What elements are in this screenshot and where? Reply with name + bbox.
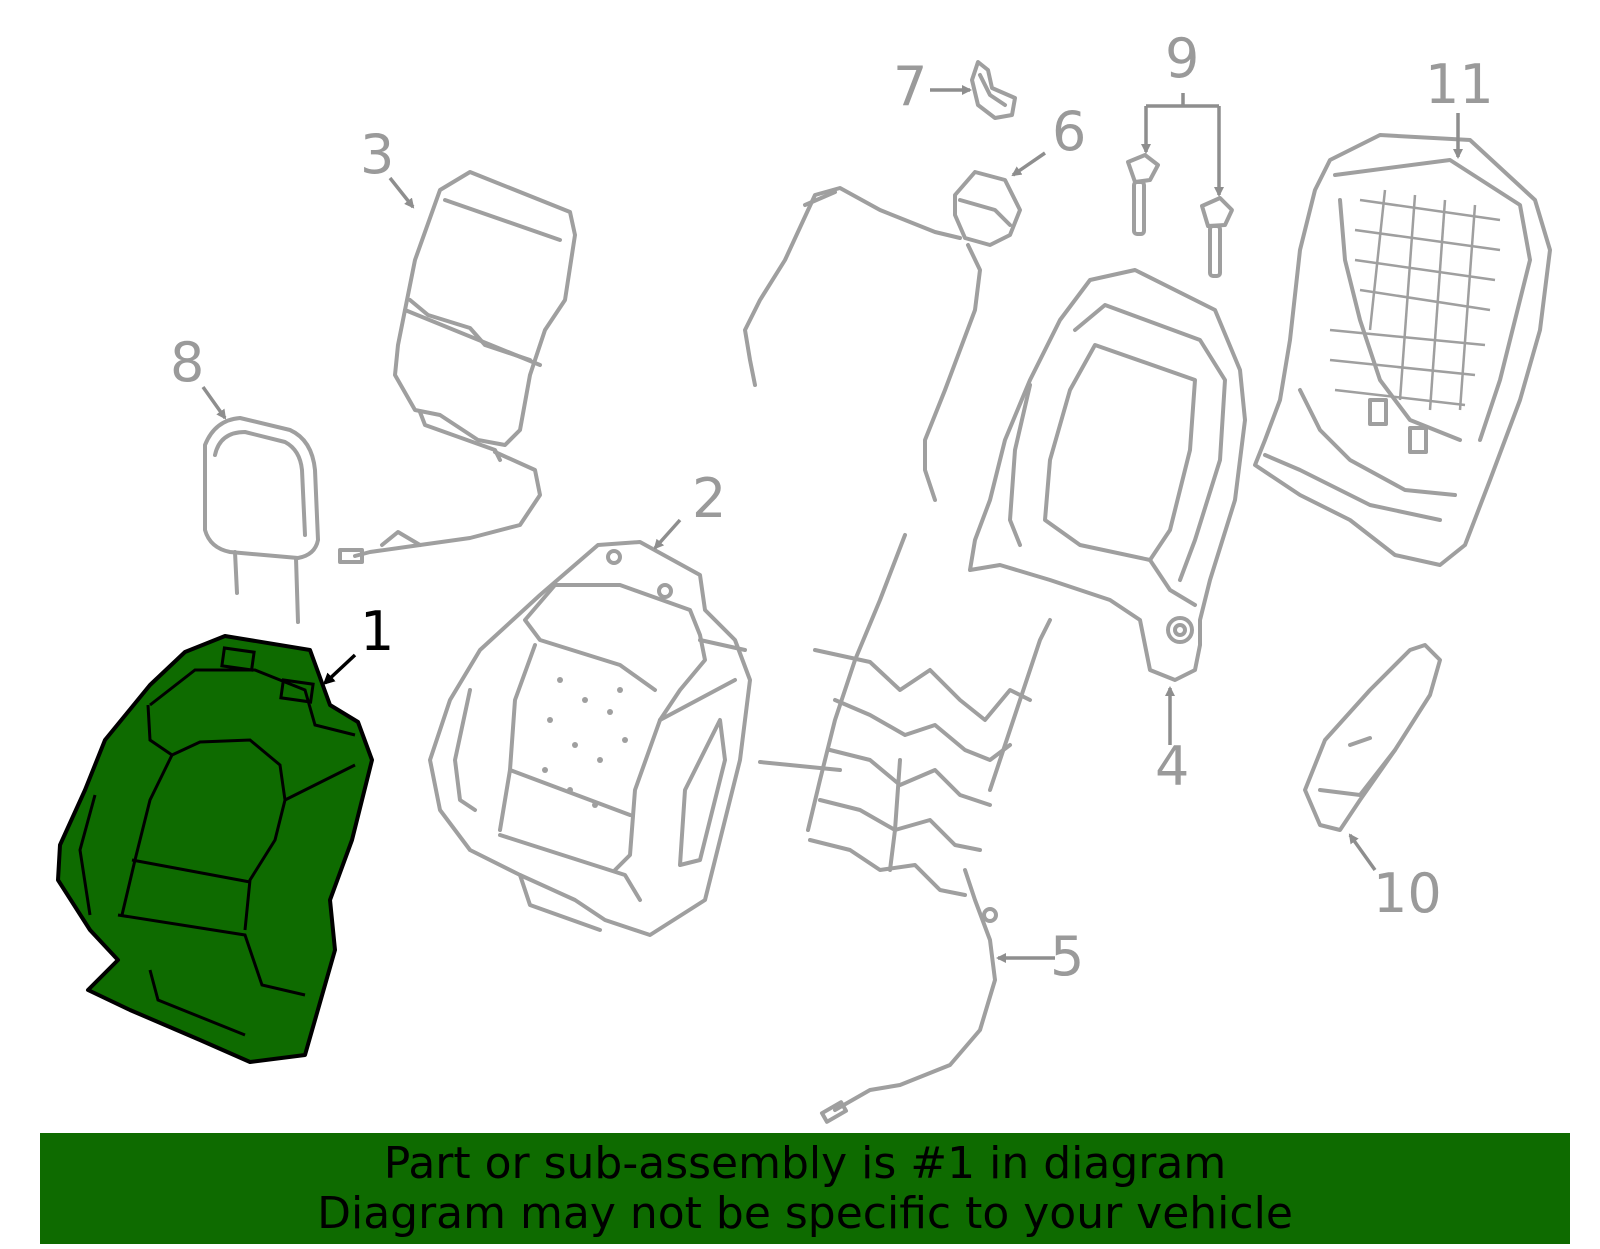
part-5-lumbar-support[interactable] <box>758 533 1052 1124</box>
part-3-seat-back-heater[interactable] <box>338 170 577 564</box>
disclaimer-banner: Part or sub-assembly is #1 in diagram Di… <box>40 1133 1570 1244</box>
part-4-seat-frame[interactable] <box>968 268 1247 682</box>
part-7-clip[interactable] <box>970 60 1017 120</box>
callout-10: 10 <box>1373 862 1442 925</box>
callout-3: 3 <box>360 123 394 186</box>
part-1-seat-back-cover[interactable] <box>56 634 374 1064</box>
leader-3 <box>388 176 415 209</box>
part-11-back-panel[interactable] <box>1253 133 1552 567</box>
part-8-headrest[interactable] <box>203 416 320 624</box>
part-10-side-trim[interactable] <box>1303 643 1442 832</box>
callout-4: 4 <box>1155 735 1189 798</box>
callout-9: 9 <box>1165 27 1199 90</box>
leader-10 <box>1348 833 1377 872</box>
part-2-seat-back-pad[interactable] <box>428 540 752 937</box>
callout-1: 1 <box>360 600 394 663</box>
callout-8: 8 <box>170 331 204 394</box>
part-6-lumbar-cable[interactable] <box>743 170 1022 502</box>
leader-8 <box>201 385 227 420</box>
callout-2: 2 <box>692 467 726 530</box>
leader-9 <box>1141 93 1224 197</box>
callout-11: 11 <box>1425 53 1494 116</box>
callout-5: 5 <box>1050 925 1084 988</box>
part-9-bolts[interactable] <box>1126 153 1234 278</box>
leader-6 <box>1011 151 1046 177</box>
callout-6: 6 <box>1052 100 1086 163</box>
leader-1 <box>322 653 357 686</box>
callout-7: 7 <box>893 55 927 118</box>
banner-line-1: Part or sub-assembly is #1 in diagram <box>383 1137 1227 1189</box>
banner-line-2: Diagram may not be specific to your vehi… <box>317 1187 1293 1239</box>
leader-2 <box>653 518 682 550</box>
